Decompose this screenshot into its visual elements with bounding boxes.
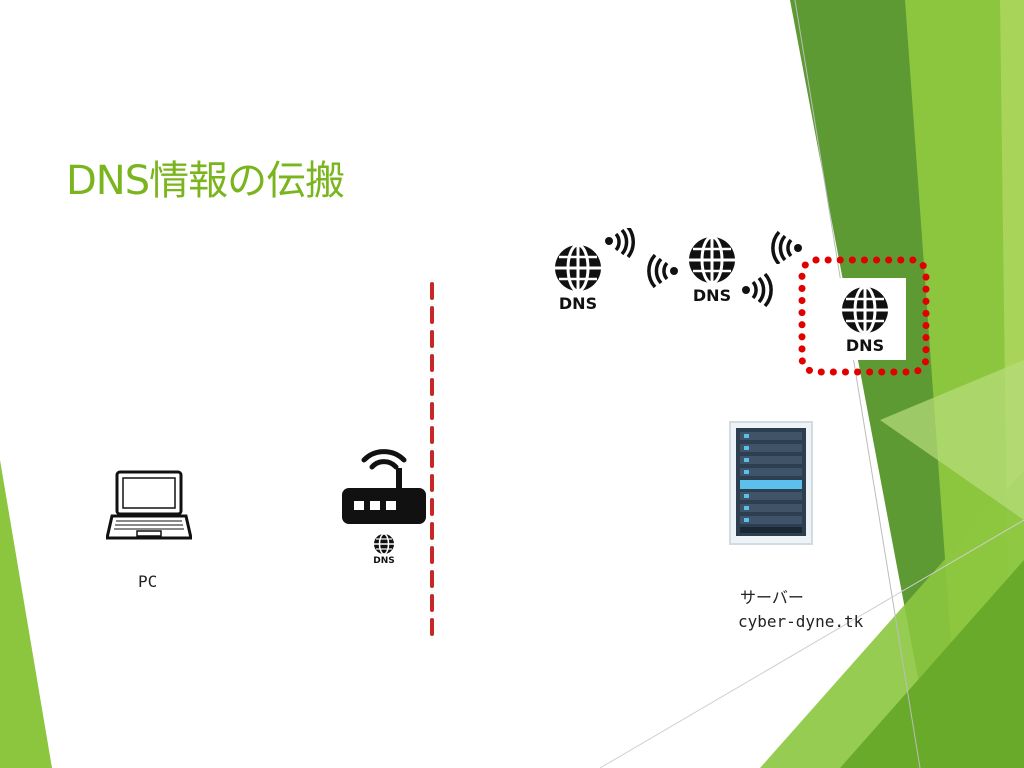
wifi-signal-icon	[647, 253, 678, 288]
thin-line-1	[794, 0, 921, 768]
pc-label: PC	[138, 572, 158, 591]
wifi-signal-icon	[605, 228, 636, 259]
globe-icon	[842, 285, 888, 335]
slide-title: DNS情報の伝搬	[66, 158, 345, 204]
server-name-label: サーバー	[740, 588, 804, 607]
wifi-signal-icon	[771, 230, 802, 264]
dns-node-3: DNS	[824, 278, 906, 360]
right-mid-triangle	[880, 360, 1024, 520]
laptop-icon	[106, 470, 192, 540]
thin-line-2	[599, 519, 1024, 768]
bottom-right-inner-triangle	[840, 560, 1024, 768]
network-boundary-divider	[430, 282, 434, 636]
dns-text: DNS	[558, 294, 598, 313]
dns-text: DNS	[373, 556, 395, 566]
left-accent-shape	[0, 460, 52, 768]
router-icon	[342, 449, 426, 524]
dns-text: DNS	[692, 286, 732, 305]
server-rack-icon	[729, 421, 813, 545]
server-host-label: cyber-dyne.tk	[738, 612, 864, 631]
globe-icon	[555, 243, 601, 293]
router-dns-badge: DNS	[368, 532, 400, 568]
dns-node-2: DNS	[674, 230, 750, 310]
highlight-frame	[798, 256, 930, 376]
dns-node-1: DNS	[540, 238, 616, 318]
dns-text: DNS	[845, 336, 885, 355]
globe-icon	[374, 533, 394, 555]
globe-icon	[689, 235, 735, 285]
wifi-signal-icon	[742, 272, 773, 308]
